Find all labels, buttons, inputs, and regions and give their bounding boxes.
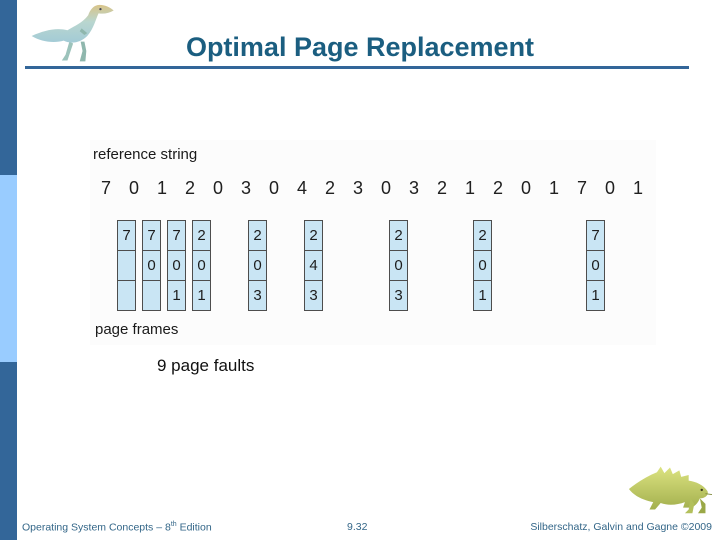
frame-cell: 1 (586, 280, 605, 311)
frame-cell: 2 (304, 220, 323, 251)
footer-edition-superscript: th (170, 521, 177, 528)
frame-cell: 0 (389, 250, 408, 281)
frame-cell: 0 (192, 250, 211, 281)
reference-string-label: reference string (93, 146, 198, 163)
frame-cell: 0 (248, 250, 267, 281)
frame-cell: 7 (142, 220, 161, 251)
frame-cell: 7 (167, 220, 186, 251)
sidebar-segment-top (0, 0, 17, 175)
reference-string-digit: 1 (464, 178, 475, 198)
reference-string-digit: 0 (380, 178, 391, 198)
frame-cell: 1 (167, 280, 186, 311)
footer-book-title-rest: Edition (176, 521, 212, 534)
reference-string-digit: 0 (268, 178, 279, 198)
reference-string-digit: 0 (604, 178, 615, 198)
frame-column: 7 (117, 220, 136, 311)
footer-page-number: 9.32 (347, 521, 368, 533)
frame-cell: 2 (389, 220, 408, 251)
frame-cell (117, 280, 136, 311)
reference-string-digit: 0 (520, 178, 531, 198)
footer-book-title: Operating System Concepts – 8th Edition (22, 521, 212, 534)
reference-string-digit: 0 (212, 178, 223, 198)
sidebar-segment-middle (0, 175, 17, 362)
reference-string-digit: 3 (352, 178, 363, 198)
frame-cell: 2 (248, 220, 267, 251)
frame-cell: 3 (389, 280, 408, 311)
frame-cell: 1 (192, 280, 211, 311)
dinosaur-logo-icon (31, 4, 114, 62)
frame-cell: 7 (586, 220, 605, 251)
frame-cell: 7 (117, 220, 136, 251)
reference-string-digit: 1 (156, 178, 167, 198)
reference-string-digit: 4 (296, 178, 307, 198)
frame-cell: 1 (473, 280, 492, 311)
reference-string-digit: 2 (436, 178, 447, 198)
frame-cell: 2 (192, 220, 211, 251)
reference-string-digit: 1 (548, 178, 559, 198)
reference-string-digit: 7 (576, 178, 587, 198)
frame-cell (117, 250, 136, 281)
sidebar-segment-bottom (0, 362, 17, 540)
reference-string-digit: 7 (100, 178, 111, 198)
reference-string-digit: 3 (408, 178, 419, 198)
footer-authors: Silberschatz, Galvin and Gagne ©2009 (530, 521, 712, 533)
frame-cell: 2 (473, 220, 492, 251)
frame-cell: 3 (248, 280, 267, 311)
frame-cell: 0 (473, 250, 492, 281)
reference-string-digit: 1 (632, 178, 643, 198)
reference-string-digit: 2 (492, 178, 503, 198)
reference-string-digit: 2 (184, 178, 195, 198)
reference-string-digit: 0 (128, 178, 139, 198)
title-underline (25, 66, 689, 69)
reference-string-digit: 3 (240, 178, 251, 198)
frame-cell: 0 (142, 250, 161, 281)
frame-cell: 3 (304, 280, 323, 311)
page-faults-caption: 9 page faults (157, 356, 255, 375)
page-frames-label: page frames (95, 321, 179, 338)
frame-cell (142, 280, 161, 311)
frame-cell: 4 (304, 250, 323, 281)
reference-string-digit: 2 (324, 178, 335, 198)
footer-book-title-main: Operating System Concepts – 8 (22, 521, 171, 534)
frame-cell: 0 (586, 250, 605, 281)
frame-cell: 0 (167, 250, 186, 281)
page-title: Optimal Page Replacement (185, 32, 535, 62)
lizard-mascot-icon (628, 466, 713, 514)
